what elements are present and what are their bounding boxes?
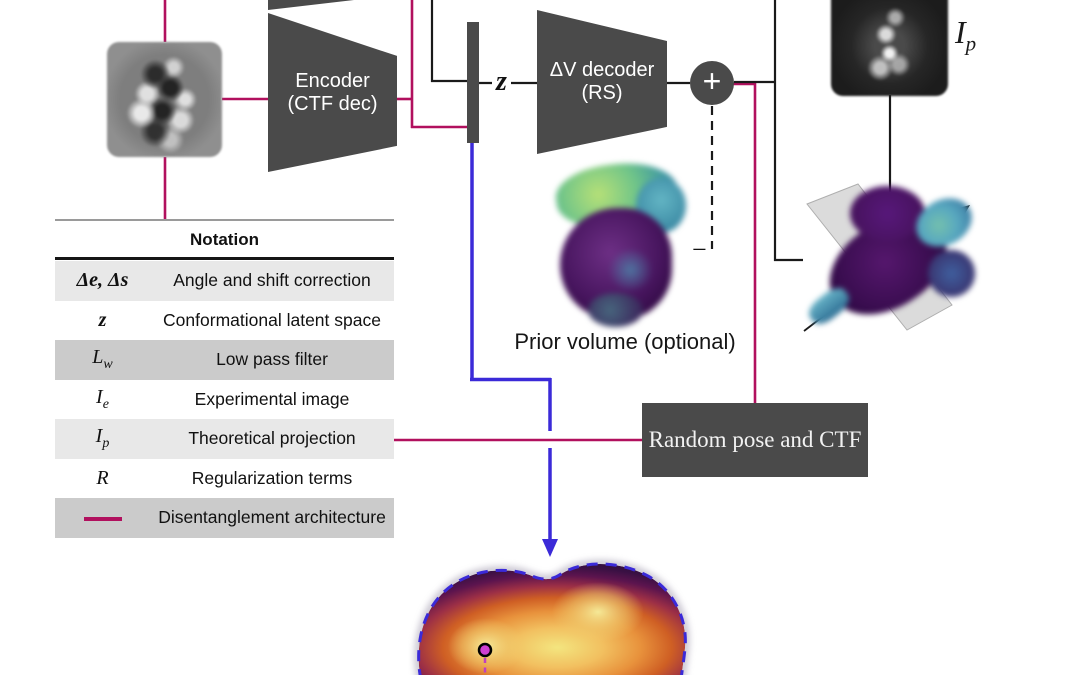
landscape-point-marker — [477, 642, 493, 658]
theoretical-projection-image — [831, 0, 948, 96]
disentanglement-line-swatch — [83, 516, 122, 521]
delta-v-decoder-block: ΔV decoder (RS) — [537, 10, 667, 154]
add-node: + — [690, 61, 734, 105]
notation-table-rows: Δe, Δs Angle and shift correction z Conf… — [55, 261, 394, 538]
table-row: z Conformational latent space — [98, 308, 381, 331]
latent-blue-arrow — [470, 143, 552, 540]
table-row: R Regularization terms — [96, 466, 353, 489]
encoder-label-line2: (CTF dec) — [287, 92, 378, 115]
decoder-label-line1: ΔV decoder — [549, 59, 655, 81]
table-row: Δe, Δs Angle and shift correction — [55, 261, 394, 301]
encoder-label-line1: Encoder — [295, 69, 370, 92]
posed-volume-top-lobe — [850, 186, 925, 241]
posed-volume-render — [795, 178, 981, 343]
prior-volume-render — [548, 155, 693, 330]
upper-trapezoid-cutoff — [268, 0, 354, 10]
plus-sign: + — [702, 63, 722, 99]
minus-sign: − — [692, 235, 707, 264]
projection-label: Ip — [955, 14, 977, 56]
experimental-image — [107, 42, 222, 157]
random-pose-ctf-box: Random pose and CTF — [642, 403, 868, 477]
prior-volume-teal-spots — [608, 250, 653, 290]
posed-volume-blue-lump — [928, 250, 975, 297]
heatmap-dashed-contour — [417, 562, 687, 675]
prior-volume-caption: Prior volume (optional) — [514, 329, 736, 354]
latent-z-label: z — [492, 66, 511, 98]
table-row: Disentanglement architecture — [55, 498, 394, 538]
table-row: Ie Experimental image — [96, 385, 350, 412]
decoder-label-line2: (RS) — [581, 82, 623, 104]
conformational-landscape-heatmap — [414, 560, 690, 675]
prior-volume-tail — [588, 293, 643, 327]
blue-arrowhead — [542, 539, 558, 557]
table-header-rule — [55, 257, 394, 260]
table-row: Ip Theoretical projection — [55, 419, 394, 459]
notation-table-header: Notation — [190, 230, 259, 249]
disentanglement-lines — [163, 0, 757, 442]
flow-lines — [430, 0, 892, 262]
latent-vector-bar — [467, 22, 479, 143]
table-row: Lw Low pass filter — [55, 340, 394, 380]
table-top-rule — [55, 219, 394, 221]
